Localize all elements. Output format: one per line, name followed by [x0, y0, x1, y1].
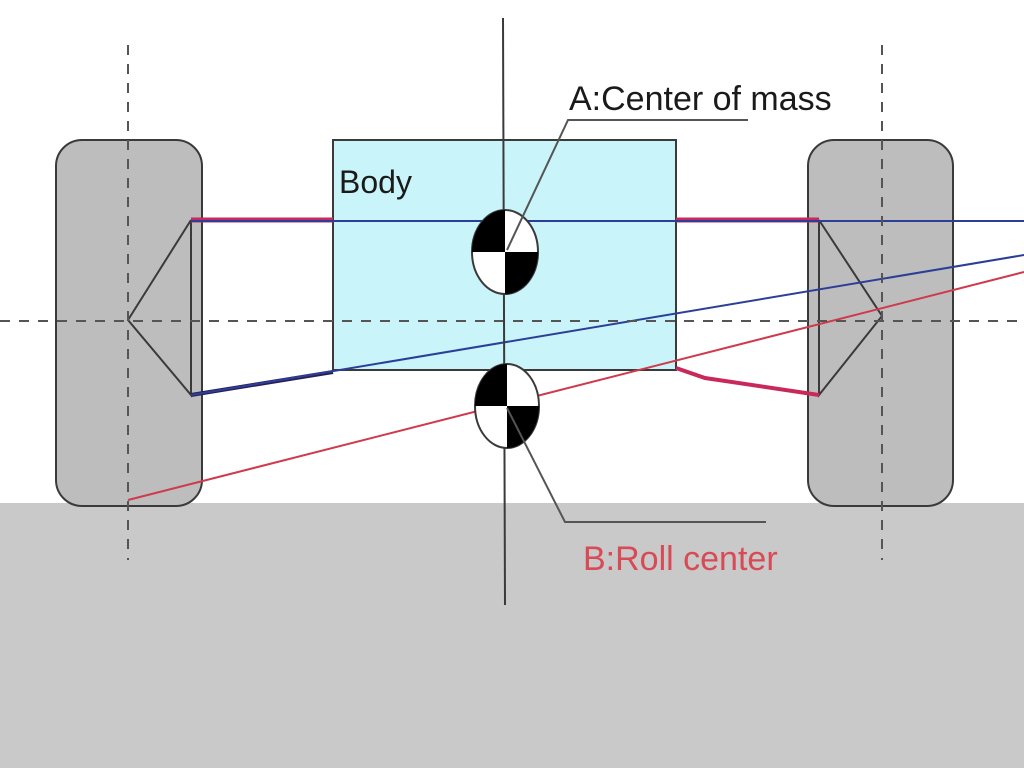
roll-center-marker: [474, 363, 540, 449]
right-lower-arm: [675, 366, 820, 397]
center-of-mass-leader: [506, 119, 748, 251]
roll-center-line: [127, 271, 1024, 501]
lower-arm-extension-line: [190, 254, 1024, 396]
roll-center-label: B:Roll center: [583, 540, 778, 578]
right-upright: [818, 219, 884, 398]
center-of-mass-label: A:Center of mass: [569, 80, 832, 118]
ground: [0, 503, 1024, 768]
vehicle-centerline: [502, 17, 506, 606]
right-tire: [807, 139, 954, 507]
body-label: Body: [339, 164, 412, 200]
roll-center-leader: [506, 407, 766, 523]
left-upright: [126, 219, 192, 398]
center-of-mass-marker: [471, 209, 539, 295]
